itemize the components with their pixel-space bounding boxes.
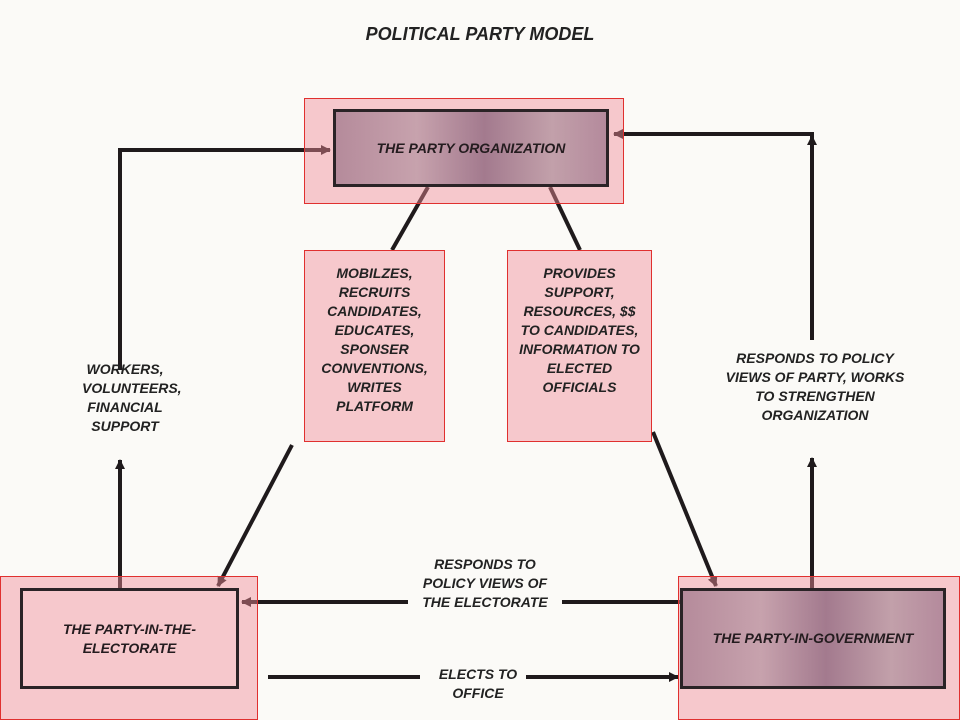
arrow-mobilizes-to-electorate — [216, 444, 294, 587]
label-responds-to-electorate: RESPONDS TO POLICY VIEWS OF THE ELECTORA… — [422, 555, 548, 610]
line-organization-to-mobilizes — [390, 186, 430, 251]
label-elects-wrap: ELECTS TO OFFICE — [434, 654, 522, 714]
node-party-in-government: THE PARTY-IN-GOVERNMENT — [680, 588, 946, 689]
electorate-highlight — [0, 576, 258, 720]
label-workers: WORKERS, VOLUNTEERS, FINANCIAL SUPPORT — [82, 361, 182, 434]
label-mobilizes: MOBILZES, RECRUITS CANDIDATES, EDUCATES,… — [321, 265, 428, 414]
label-elects: ELECTS TO OFFICE — [438, 666, 518, 701]
label-responds-to-party: RESPONDS TO POLICY VIEWS OF PARTY, WORKS… — [725, 350, 905, 423]
line-organization-to-provides — [548, 186, 582, 251]
diagram-title: POLITICAL PARTY MODEL — [365, 24, 595, 44]
node-party-in-the-electorate: THE PARTY-IN-THE- ELECTORATE — [20, 588, 239, 689]
node-party-organization: THE PARTY ORGANIZATION — [333, 109, 609, 187]
arrow-provides-to-government — [651, 431, 718, 587]
mobilizes-highlight — [304, 250, 445, 442]
label-provides: PROVIDES SUPPORT, RESOURCES, $$ TO CANDI… — [519, 265, 640, 395]
provides-highlight — [507, 250, 652, 442]
label-responds-to-electorate-wrap: RESPONDS TO POLICY VIEWS OF THE ELECTORA… — [412, 544, 558, 622]
